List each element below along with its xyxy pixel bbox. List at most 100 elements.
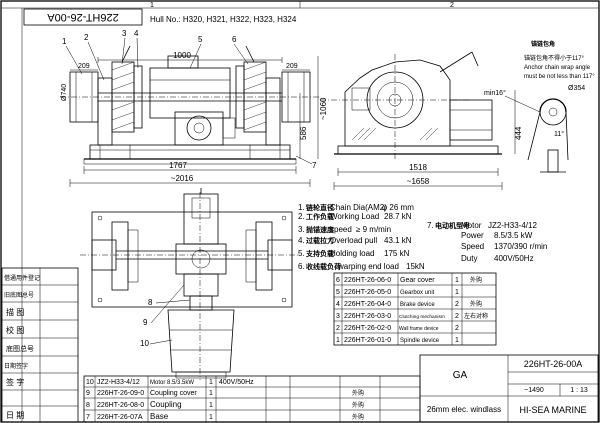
motor-en: Motor [461, 221, 482, 230]
spec-cn: 过载拉力 [306, 236, 334, 245]
table-row: 6 226HT-26-06-0 Gear cover 1 外购 [336, 276, 482, 284]
strip-label-6: 签 字 [6, 377, 24, 387]
part-no: 3 [336, 313, 340, 320]
leader-2: 2 [84, 33, 89, 42]
motor-spec-3: Speed 1370/390 r/min [461, 242, 547, 251]
part-code: JZ2-H33-4/12 [97, 379, 140, 386]
dim-209-right: 209 [286, 63, 298, 70]
spec-cn: 支持负载 [305, 249, 334, 258]
parts-table-lower: 10 JZ2-H33-4/12 Motor 8.5/3.5kW 1 400V/5… [83, 375, 421, 423]
part-name: Clutching mechanism [399, 314, 445, 320]
dim-209-left: 209 [78, 63, 90, 70]
leader-3: 3 [122, 29, 127, 38]
part-code: 226HT-26-06-0 [344, 277, 391, 284]
spec-item-1: 1. 链轮直径 Chain Dia(AM2) φ 26 mm [298, 203, 414, 212]
title-material: GA [453, 370, 468, 381]
leader-1: 1 [62, 37, 67, 46]
motor-spec-2: Power 8.5/3.5 kW [461, 231, 533, 240]
dim-phi740: Ø740 [61, 84, 68, 101]
part-code: 226HT-26-07A [97, 414, 143, 421]
motor-value: JZ2-H33-4/12 [488, 221, 537, 230]
title-weight: ~1490 [524, 387, 544, 394]
spec-en: Chain Dia(AM2) [330, 203, 387, 212]
part-name: Wall frame device [399, 326, 439, 332]
part-note: 左右对称 [464, 312, 488, 320]
spec-no: 2. [298, 212, 305, 221]
strip-label-1: 旧底图总号 [4, 291, 34, 299]
strip-label-7: 日 期 [6, 411, 24, 420]
part-name: Base [150, 412, 169, 421]
part-no: 8 [86, 402, 90, 409]
motor-no: 7. [427, 221, 434, 230]
title-product-name: 26mm elec. windlass [427, 405, 501, 414]
spec-cn: 抛锚速度 [306, 225, 335, 234]
motor-value: 8.5/3.5 kW [494, 231, 533, 240]
motor-spec-1: 7. 电动机型号 Motor JZ2-H33-4/12 [427, 221, 537, 230]
drawing-number-stamp: 226HT-26-00A [23, 8, 143, 26]
title-scale: 1 : 13 [570, 387, 588, 394]
motor-value: 1370/390 r/min [494, 242, 547, 251]
side-view: 锚链包角 锚链包角不得小于117° Anchor chain wrap angl… [320, 40, 595, 190]
spec-no: 1. [298, 203, 305, 212]
part-qty: 1 [455, 337, 459, 344]
table-row: 4 226HT-26-04-0 Brake device 2 外购 [336, 300, 482, 308]
dim-1000: 1000 [173, 51, 191, 60]
spec-en: warping end load [337, 262, 399, 271]
part-code: 226HT-26-01-0 [344, 337, 391, 344]
spec-value: 43.1 kN [384, 236, 412, 245]
part-code: 226HT-26-02-0 [344, 325, 391, 332]
part-no: 7 [86, 414, 90, 421]
part-note: 外购 [470, 300, 482, 308]
spec-cn: 工作负载 [306, 212, 334, 221]
part-no: 1 [336, 337, 340, 344]
leader-9: 9 [143, 318, 148, 327]
part-no: 9 [86, 390, 90, 397]
zone-marker-2: 2 [450, 2, 454, 9]
dim-phi354: Ø354 [568, 85, 585, 92]
motor-en: Power [461, 231, 484, 240]
plan-view: 8 9 10 [80, 188, 300, 380]
parts-table-upper: 6 226HT-26-06-0 Gear cover 1 外购 5 226HT-… [333, 272, 497, 346]
motor-value: 400V/50Hz [494, 254, 534, 263]
leader-6: 6 [232, 35, 237, 44]
spec-item-5: 5. 支持负载 Holding load 175 kN [298, 249, 410, 258]
part-qty: 2 [455, 313, 459, 320]
strip-label-5: 日期签字 [4, 362, 28, 370]
spec-item-2: 2. 工作负载 Working Load 28.7 kN [298, 212, 412, 221]
motor-spec-4: Duty 400V/50Hz [461, 254, 534, 263]
part-qty: 2 [455, 325, 459, 332]
part-no: 4 [336, 301, 340, 308]
spec-value: 15kN [406, 262, 425, 271]
part-no: 6 [336, 277, 340, 284]
zone-marker-1: 1 [150, 2, 154, 9]
part-name: Motor 8.5/3.5kW [150, 380, 194, 386]
part-note: 外购 [470, 276, 482, 284]
table-row: 9 226HT-26-09-0 Coupling cover 1 外购 [86, 389, 364, 397]
part-code: 226HT-26-03-0 [344, 313, 391, 320]
dim-min16: min16° [484, 89, 506, 97]
part-qty: 1 [209, 379, 213, 386]
part-qty: 1 [455, 277, 459, 284]
front-view: 1000 209 209 Ø740 ~1060 586 1767 ~2016 1… [60, 29, 328, 187]
table-row: 1 226HT-26-01-0 Spindle device 1 [336, 337, 459, 344]
dim-444: 444 [514, 126, 523, 140]
part-name: Gearbox unit [400, 290, 435, 296]
part-no: 2 [336, 325, 340, 332]
table-row: 10 JZ2-H33-4/12 Motor 8.5/3.5kW 1 400V/5… [86, 379, 254, 386]
part-code: 226HT-26-09-0 [97, 390, 144, 397]
dim-2016: ~2016 [171, 174, 194, 183]
spec-no: 4. [298, 236, 305, 245]
table-row: 3 226HT-26-03-0 Clutching mechanism 2 左右… [336, 312, 488, 320]
approval-strip: 借通用件登记 旧底图总号 描 图 校 图 底图总号 日期签字 签 字 日 期 [1, 267, 79, 423]
leader-7: 7 [312, 161, 317, 170]
strip-label-3: 校 图 [6, 325, 24, 335]
wrap-angle-title-cn: 锚链包角 [531, 40, 555, 48]
part-name: Coupling cover [150, 390, 197, 397]
strip-label-0: 借通用件登记 [4, 274, 40, 282]
table-row: 2 226HT-26-02-0 Wall frame device 2 [336, 325, 459, 332]
motor-cn: 电动机型号 [435, 221, 470, 230]
wrap-angle-note-en2: must be not less than 117° [524, 74, 595, 80]
part-note: 外购 [352, 401, 364, 409]
dim-586: 586 [299, 126, 308, 140]
part-no: 10 [86, 379, 94, 386]
